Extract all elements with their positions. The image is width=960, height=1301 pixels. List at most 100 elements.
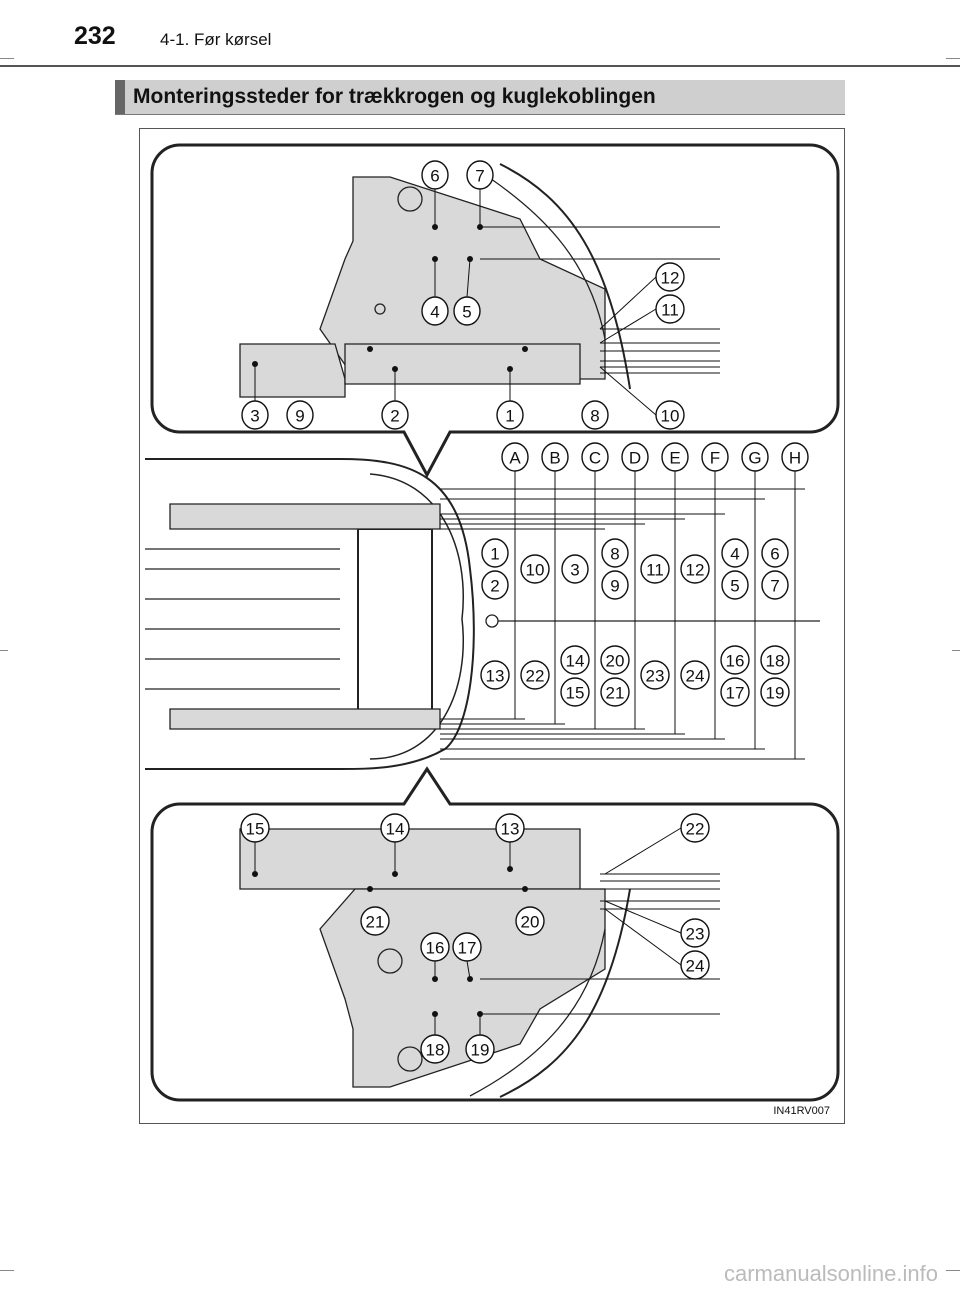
mount-point — [522, 346, 528, 352]
bottom-callout-18: 18 — [420, 1034, 450, 1064]
svg-text:D: D — [629, 449, 641, 468]
tow-ball — [485, 614, 499, 628]
svg-text:4: 4 — [430, 303, 439, 322]
svg-text:23: 23 — [646, 667, 665, 686]
measurement-letter-H: H — [781, 442, 809, 472]
svg-text:13: 13 — [501, 820, 520, 839]
lower-table-18: 18 — [760, 645, 790, 675]
lower-table-22: 22 — [520, 660, 550, 690]
svg-text:8: 8 — [590, 407, 599, 426]
svg-text:16: 16 — [726, 652, 745, 671]
upper-table-8: 8 — [601, 538, 629, 568]
bottom-bumper-curve — [499, 888, 631, 1098]
chapter-title: 4-1. Før kørsel — [160, 30, 272, 49]
measurement-letter-G: G — [741, 442, 769, 472]
svg-text:12: 12 — [661, 269, 680, 288]
top-detail-panel — [150, 143, 840, 479]
page-number: 232 — [74, 22, 116, 50]
svg-text:19: 19 — [766, 684, 785, 703]
bottom-callout-15: 15 — [240, 813, 270, 843]
svg-text:14: 14 — [386, 820, 405, 839]
crop-mark — [0, 650, 8, 651]
mount-point — [367, 886, 373, 892]
lower-table-21: 21 — [600, 677, 630, 707]
section-title: Monteringssteder for trækkrogen og kugle… — [133, 85, 656, 108]
top-callout-3: 3 — [241, 400, 269, 430]
svg-text:20: 20 — [521, 913, 540, 932]
vehicle-outline — [145, 458, 475, 770]
svg-text:7: 7 — [475, 167, 484, 186]
top-bracket-shape — [319, 176, 606, 380]
top-callout-6: 6 — [421, 160, 449, 190]
bottom-frame-rail — [239, 828, 581, 890]
svg-text:F: F — [710, 449, 720, 468]
top-callout-1: 1 — [496, 400, 524, 430]
bottom-callout-16: 16 — [420, 932, 450, 962]
svg-text:16: 16 — [426, 939, 445, 958]
svg-text:A: A — [509, 449, 521, 468]
svg-text:15: 15 — [246, 820, 265, 839]
svg-text:2: 2 — [390, 407, 399, 426]
svg-text:5: 5 — [462, 303, 471, 322]
leader-line — [604, 827, 682, 875]
top-callout-9: 9 — [286, 400, 314, 430]
measurement-letter-E: E — [661, 442, 689, 472]
upper-table-5: 5 — [721, 570, 749, 600]
svg-text:12: 12 — [686, 561, 705, 580]
upper-table-2: 2 — [481, 570, 509, 600]
svg-text:22: 22 — [686, 820, 705, 839]
leader-line — [599, 366, 657, 416]
leader-line — [599, 276, 657, 330]
svg-text:3: 3 — [570, 561, 579, 580]
svg-text:17: 17 — [726, 684, 745, 703]
svg-text:19: 19 — [471, 1041, 490, 1060]
vehicle-drawing — [145, 143, 840, 1102]
svg-text:22: 22 — [526, 667, 545, 686]
leader-line — [466, 258, 471, 298]
top-callout-11: 11 — [655, 294, 685, 324]
bottom-callout-22: 22 — [680, 813, 710, 843]
svg-text:11: 11 — [646, 561, 664, 580]
leader-line — [466, 960, 471, 980]
top-hole — [374, 303, 386, 315]
top-callout-2: 2 — [381, 400, 409, 430]
bottom-bumper-curve-inner — [469, 928, 606, 1097]
svg-text:21: 21 — [606, 684, 625, 703]
lower-table-13: 13 — [480, 660, 510, 690]
svg-text:23: 23 — [686, 925, 705, 944]
upper-table-6: 6 — [761, 538, 789, 568]
top-frame-rail-2 — [344, 343, 581, 385]
svg-text:11: 11 — [661, 301, 679, 320]
svg-text:H: H — [789, 449, 801, 468]
top-frame-rail — [239, 343, 346, 398]
bottom-hole — [377, 948, 403, 974]
bottom-hole — [397, 1046, 423, 1072]
crop-mark — [946, 58, 960, 59]
svg-text:18: 18 — [766, 652, 785, 671]
mount-point — [522, 886, 528, 892]
svg-text:7: 7 — [770, 577, 779, 596]
top-callout-8: 8 — [581, 400, 609, 430]
lower-table-15: 15 — [560, 677, 590, 707]
measurement-letter-D: D — [621, 442, 649, 472]
svg-text:1: 1 — [490, 545, 499, 564]
lower-table-17: 17 — [720, 677, 750, 707]
leader-line — [604, 908, 682, 966]
lower-table-24: 24 — [680, 660, 710, 690]
svg-text:E: E — [669, 449, 680, 468]
lower-table-20: 20 — [600, 645, 630, 675]
svg-text:20: 20 — [606, 652, 625, 671]
svg-text:18: 18 — [426, 1041, 445, 1060]
crop-mark — [952, 650, 960, 651]
lower-table-23: 23 — [640, 660, 670, 690]
bottom-callout-13: 13 — [495, 813, 525, 843]
vehicle-cargo-bed — [357, 528, 433, 720]
svg-text:17: 17 — [458, 939, 477, 958]
vehicle-frame-lower — [169, 708, 441, 730]
bottom-callout-24: 24 — [680, 950, 710, 980]
bottom-callout-19: 19 — [465, 1034, 495, 1064]
svg-text:G: G — [748, 449, 761, 468]
svg-text:10: 10 — [661, 407, 680, 426]
